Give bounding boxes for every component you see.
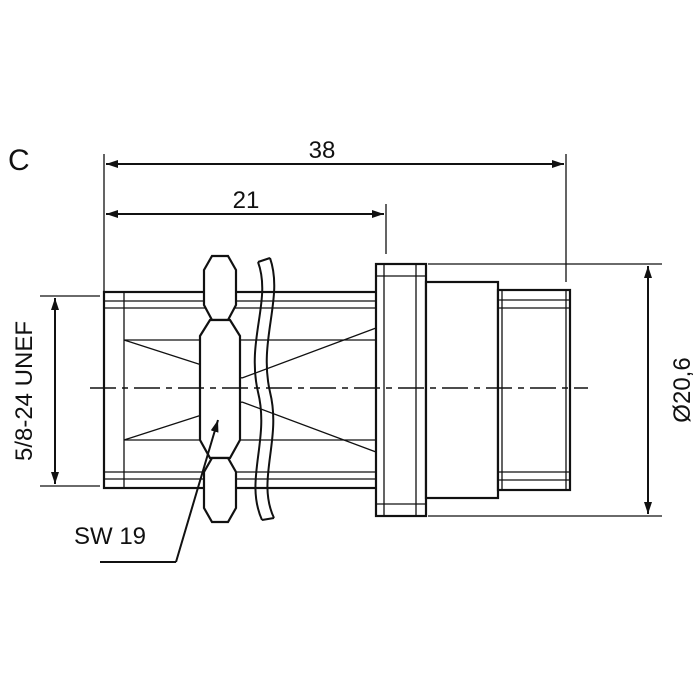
dimension-thread: 5/8-24 UNEF bbox=[11, 295, 100, 487]
spring-washer bbox=[253, 257, 276, 521]
diameter-value: Ø20,6 bbox=[669, 357, 696, 422]
dimension-flange-length: 21 bbox=[106, 187, 387, 254]
dimension-overall-length: 38 bbox=[103, 137, 567, 292]
wrench-size-callout: SW 19 bbox=[74, 419, 219, 563]
wrench-size-label: SW 19 bbox=[74, 523, 146, 550]
view-label: C bbox=[8, 144, 30, 177]
overall-length-value: 38 bbox=[309, 137, 336, 164]
flange-length-value: 21 bbox=[233, 187, 260, 214]
hex-nut bbox=[198, 254, 242, 524]
connector-body bbox=[102, 262, 572, 518]
dimension-diameter: Ø20,6 bbox=[428, 263, 696, 517]
thread-spec: 5/8-24 UNEF bbox=[11, 321, 38, 461]
